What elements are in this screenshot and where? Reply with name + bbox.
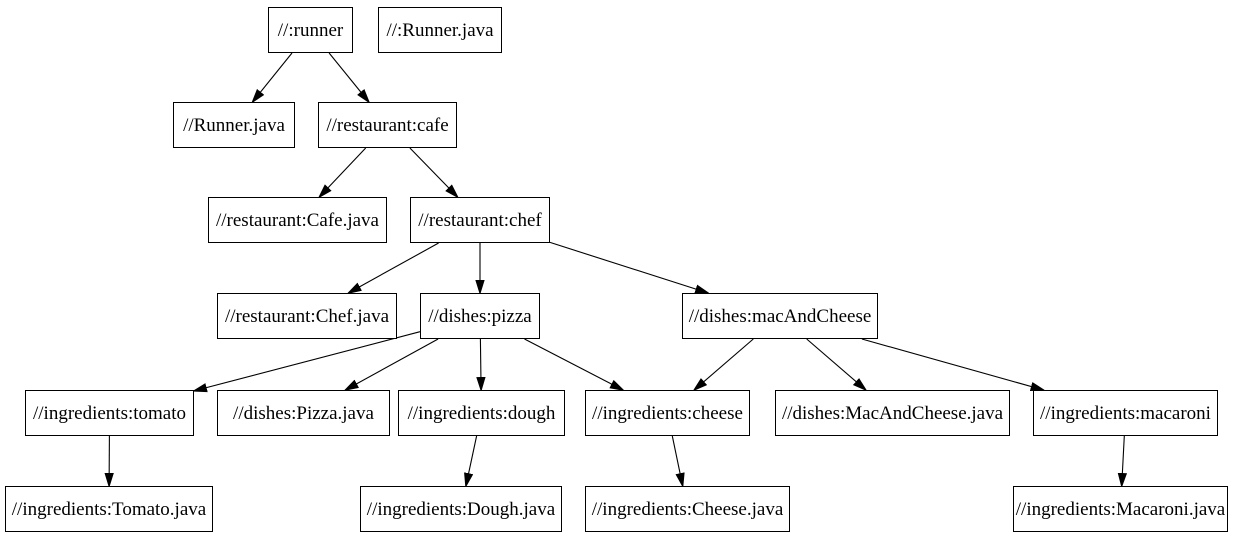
graph-node-tomato-java: //ingredients:Tomato.java <box>5 486 213 532</box>
graph-node-macaroni: //ingredients:macaroni <box>1033 390 1218 436</box>
edge-runner-to-runner-java <box>253 52 293 102</box>
edge-runner-to-cafe <box>328 52 369 102</box>
edge-cafe-to-chef <box>409 147 458 197</box>
edge-cheese-to-cheese-java <box>671 435 682 486</box>
graph-node-chef-java: //restaurant:Chef.java <box>217 293 397 339</box>
graph-node-cafe-java: //restaurant:Cafe.java <box>208 197 387 243</box>
edge-pizza-to-pizza-java <box>345 338 439 390</box>
edge-chef-to-chef-java <box>348 242 439 293</box>
graph-node-dough: //ingredients:dough <box>398 390 565 436</box>
graph-node-cheese: //ingredients:cheese <box>585 390 750 436</box>
edge-macaroni-to-macaroni-java <box>1122 435 1125 486</box>
graph-node-cheese-java: //ingredients:Cheese.java <box>585 486 790 532</box>
graph-node-runner-java: //Runner.java <box>173 102 295 148</box>
graph-node-mac-and-cheese: //dishes:macAndCheese <box>682 293 878 339</box>
edges-group <box>109 52 1125 486</box>
graph-node-runner: //:runner <box>268 7 353 53</box>
graph-node-chef: //restaurant:chef <box>410 197 550 243</box>
edge-dough-to-dough-java <box>466 435 478 486</box>
edge-mac-and-cheese-to-macaroni <box>861 338 1044 390</box>
graph-node-mac-java: //dishes:MacAndCheese.java <box>775 390 1010 436</box>
edge-pizza-to-tomato <box>194 331 421 391</box>
graph-node-root-runner-java: //:Runner.java <box>378 7 502 53</box>
edge-pizza-to-cheese <box>524 338 624 390</box>
edge-cafe-to-cafe-java <box>319 147 367 197</box>
graph-node-tomato: //ingredients:tomato <box>25 390 194 436</box>
edge-pizza-to-dough <box>480 338 481 390</box>
edge-mac-and-cheese-to-cheese <box>694 338 754 390</box>
edge-mac-and-cheese-to-mac-java <box>806 338 866 390</box>
graph-node-macaroni-java: //ingredients:Macaroni.java <box>1013 486 1228 532</box>
graph-node-dough-java: //ingredients:Dough.java <box>360 486 562 532</box>
graph-node-cafe: //restaurant:cafe <box>318 102 457 148</box>
graph-node-pizza-java: //dishes:Pizza.java <box>217 390 390 436</box>
edge-chef-to-mac-and-cheese <box>549 241 708 293</box>
graph-node-pizza: //dishes:pizza <box>420 293 540 339</box>
